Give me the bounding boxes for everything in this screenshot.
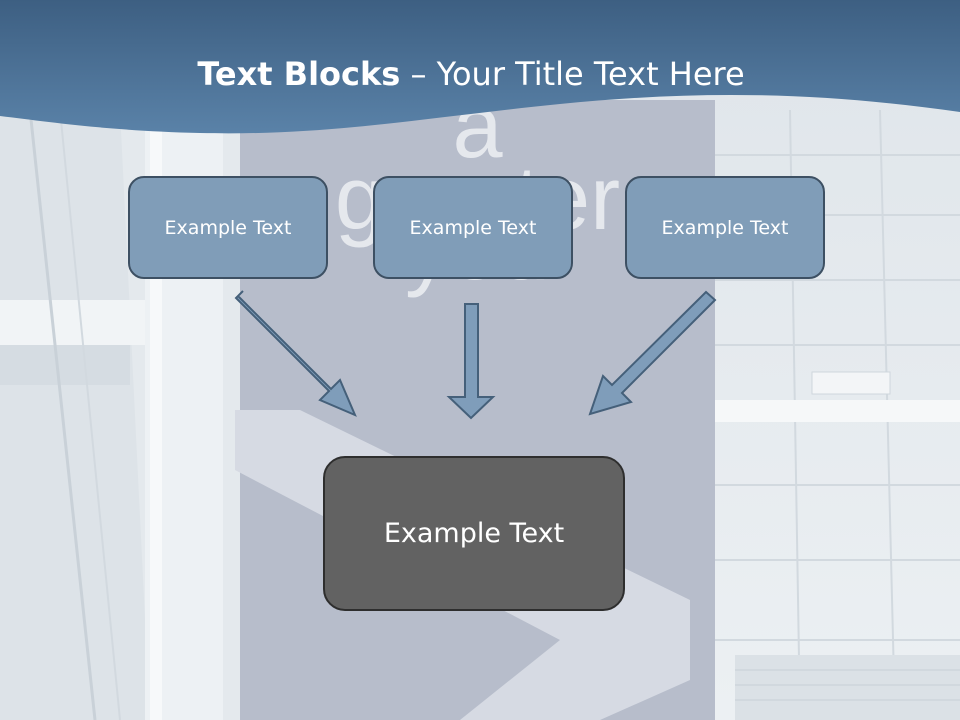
slide-title-rest: Your Title Text Here bbox=[436, 55, 745, 93]
text-block-result[interactable]: Example Text bbox=[323, 456, 625, 611]
text-block-result-label: Example Text bbox=[383, 518, 565, 549]
slide-title-separator: – bbox=[400, 55, 437, 93]
text-block-3-label: Example Text bbox=[661, 216, 789, 239]
text-block-1-label: Example Text bbox=[164, 216, 292, 239]
text-block-1[interactable]: Example Text bbox=[128, 176, 328, 279]
arrow-left-diagonal bbox=[234, 290, 357, 417]
arrow-down bbox=[446, 303, 496, 420]
slide-title-bold: Text Blocks bbox=[197, 55, 401, 93]
text-block-2-label: Example Text bbox=[409, 216, 537, 239]
text-block-2[interactable]: Example Text bbox=[373, 176, 573, 279]
header-band bbox=[0, 0, 960, 134]
text-block-3[interactable]: Example Text bbox=[625, 176, 825, 279]
slide-title: Text Blocks – Your Title Text Here bbox=[0, 55, 942, 93]
arrow-right-diagonal bbox=[588, 290, 717, 416]
